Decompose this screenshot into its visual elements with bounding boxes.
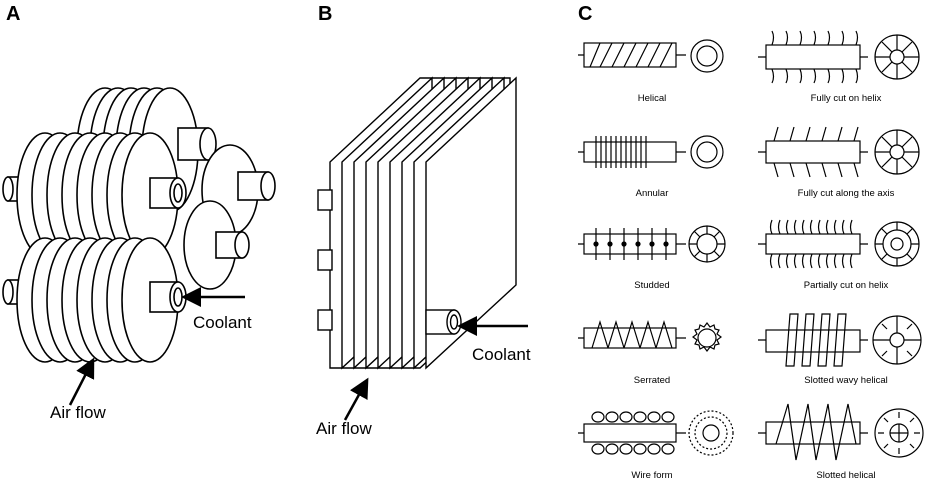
panel-b-airflow-arrow <box>343 377 369 421</box>
panel-a-airflow-arrow <box>68 357 95 406</box>
serrated-fin-icon <box>578 319 722 352</box>
panel-a-tube-bank <box>2 87 276 363</box>
fully-cut-helix-fin-icon <box>758 30 920 84</box>
fin-caption-studded: Studded <box>634 280 670 291</box>
upper-front-tube-fins <box>2 132 187 258</box>
panel-a-coolant-label: Coolant <box>193 313 252 332</box>
right-tube-fins <box>183 144 276 290</box>
annular-fin-icon <box>578 135 724 169</box>
fin-plates <box>329 76 517 370</box>
studded-fin-icon <box>578 225 726 263</box>
fin-caption-wire-form: Wire form <box>631 470 673 481</box>
panel-b-letter: B <box>318 3 333 25</box>
panel-a-letter: A <box>6 3 21 25</box>
panel-b-plate-fin-bank <box>317 76 517 370</box>
fin-caption-helical: Helical <box>637 93 667 104</box>
slotted-wavy-helical-fin-icon <box>758 313 922 367</box>
fin-caption-fully-cut-axis: Fully cut along the axis <box>797 188 895 199</box>
fin-caption-fully-cut-helix: Fully cut on helix <box>810 93 882 104</box>
panel-c-letter: C <box>578 3 593 25</box>
fin-caption-slotted-wavy-helical: Slotted wavy helical <box>804 375 888 386</box>
lower-front-tube-fins <box>2 237 187 363</box>
slotted-helical-fin-icon <box>758 403 924 461</box>
fin-caption-serrated: Serrated <box>633 375 671 386</box>
panel-b-airflow-label: Air flow <box>316 419 372 438</box>
wire-form-fin-icon <box>578 410 734 456</box>
fully-cut-axis-fin-icon <box>758 126 920 178</box>
fin-caption-annular: Annular <box>635 188 669 199</box>
fin-caption-partially-cut-helix: Partially cut on helix <box>803 280 889 291</box>
helical-fin-icon <box>578 39 724 73</box>
panel-b-coolant-label: Coolant <box>472 345 531 364</box>
partially-cut-helix-fin-icon <box>758 219 920 269</box>
panel-c-fin-types <box>578 30 924 461</box>
left-tube-stubs <box>317 189 333 331</box>
panel-a-airflow-label: Air flow <box>50 403 106 422</box>
fin-caption-slotted-helical: Slotted helical <box>816 470 876 481</box>
